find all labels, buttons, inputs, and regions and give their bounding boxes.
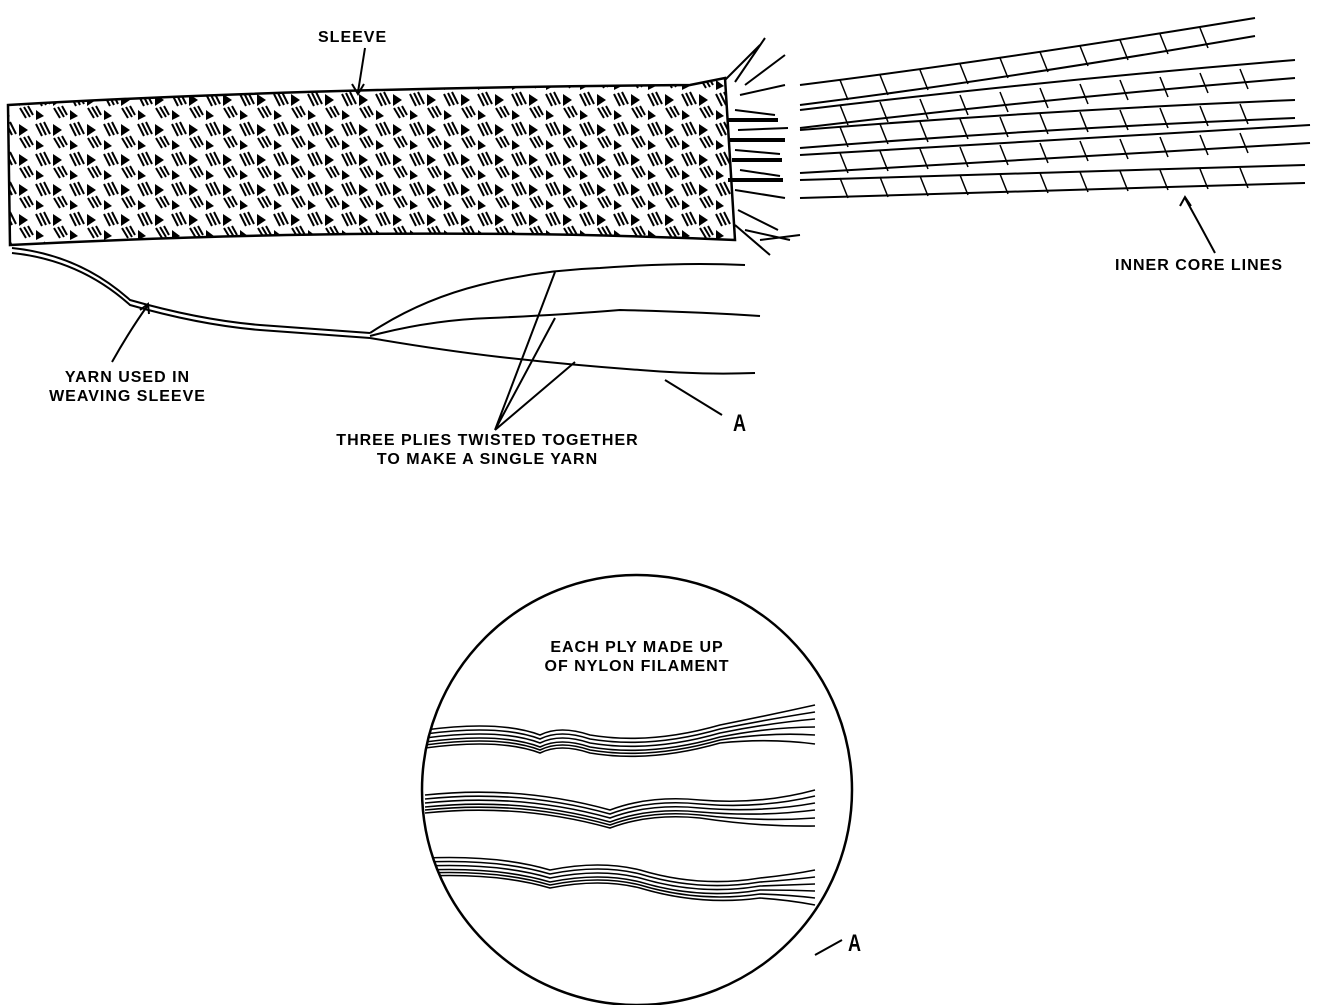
plies-label: THREE PLIES TWISTED TOGETHER TO MAKE A S… <box>305 431 670 469</box>
circle-caption-line1: EACH PLY MADE UP <box>487 638 787 657</box>
inner-core-leader <box>1185 198 1215 253</box>
ref-a-top-leader <box>665 380 722 415</box>
ref-a-top: A <box>733 410 746 438</box>
ref-a-bottom-leader <box>815 940 842 955</box>
yarn-label-line2: WEAVING SLEEVE <box>20 387 235 406</box>
circle-caption: EACH PLY MADE UP OF NYLON FILAMENT <box>487 638 787 676</box>
yarn-label: YARN USED IN WEAVING SLEEVE <box>20 368 235 406</box>
inner-core-label: INNER CORE LINES <box>1115 256 1283 275</box>
ref-a-bottom: A <box>848 930 861 958</box>
sleeve-label: SLEEVE <box>318 28 387 47</box>
plies-label-line1: THREE PLIES TWISTED TOGETHER <box>305 431 670 450</box>
yarn-leader <box>112 305 148 362</box>
plies-leader <box>495 272 575 430</box>
yarn-strand <box>12 248 370 338</box>
three-plies <box>370 264 760 374</box>
sleeve-braid <box>8 38 800 255</box>
circle-caption-line2: OF NYLON FILAMENT <box>487 657 787 676</box>
plies-label-line2: TO MAKE A SINGLE YARN <box>305 450 670 469</box>
inner-core-lines <box>800 18 1310 198</box>
yarn-label-line1: YARN USED IN <box>20 368 235 387</box>
